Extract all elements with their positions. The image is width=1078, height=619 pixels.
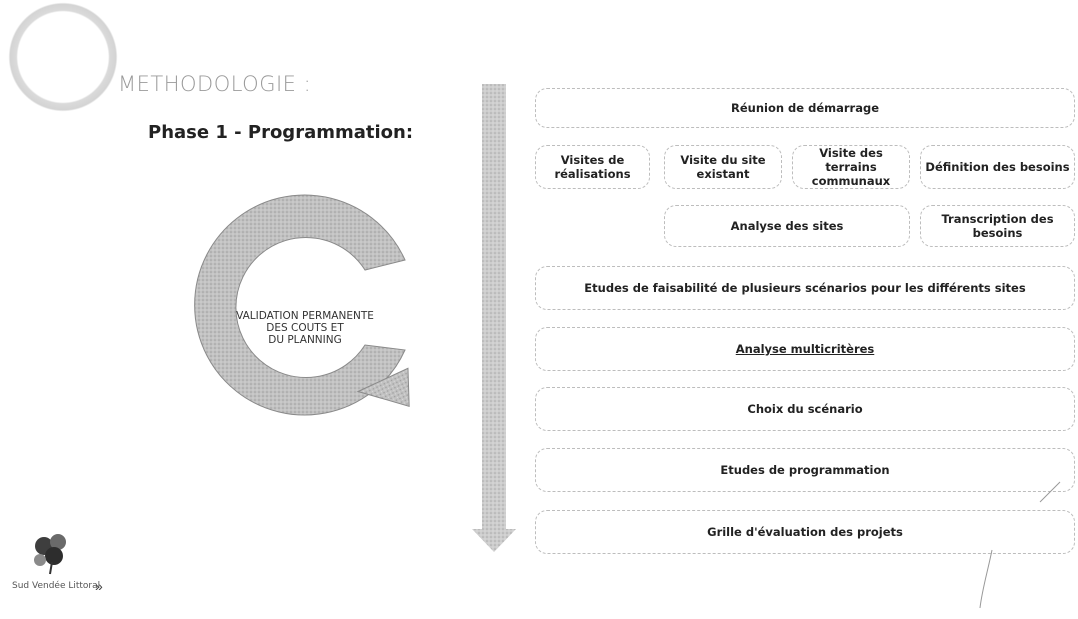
box-programming-studies: Etudes de programmation: [535, 448, 1075, 492]
box-needs-definition: Définition des besoins: [920, 145, 1075, 189]
section-title: METHODOLOGIE :: [118, 72, 312, 96]
box-needs-definition-label: Définition des besoins: [925, 160, 1070, 174]
logo-text: Sud Vendée Littoral: [12, 581, 101, 591]
box-visit-municipal-land-line-2: communaux: [811, 174, 891, 188]
box-scenario-choice-label: Choix du scénario: [747, 402, 863, 416]
box-visit-existing-site: Visite du site existant: [664, 145, 782, 189]
cycle-label: VALIDATION PERMANENTE DES COUTS ET DU PL…: [215, 310, 395, 346]
chevrons-right-icon: »: [95, 578, 103, 594]
logo-icon: [34, 534, 66, 575]
box-programming-studies-label: Etudes de programmation: [720, 463, 890, 477]
box-feasibility-studies-label: Etudes de faisabilité de plusieurs scéna…: [584, 281, 1026, 295]
box-visit-existing-site-line-1: Visite du site: [680, 153, 766, 167]
box-visits-realisations-line-1: Visites de: [560, 153, 625, 167]
box-visit-municipal-land-line-1: Visite des terrains: [819, 146, 883, 174]
box-feasibility-studies: Etudes de faisabilité de plusieurs scéna…: [535, 266, 1075, 310]
decorative-circle: [8, 2, 118, 112]
box-kickoff-label: Réunion de démarrage: [730, 101, 879, 115]
box-visit-municipal-land: Visite des terrains communaux: [792, 145, 910, 189]
box-multicriteria-analysis-label: Analyse multicritères: [735, 342, 875, 356]
box-scenario-choice: Choix du scénario: [535, 387, 1075, 431]
cycle-label-line-3: DU PLANNING: [268, 334, 342, 346]
box-needs-transcription-label: Transcription des besoins: [941, 212, 1054, 240]
box-evaluation-grid: Grille d'évaluation des projets: [535, 510, 1075, 554]
box-visits-realisations: Visites de réalisations: [535, 145, 650, 189]
box-multicriteria-analysis: Analyse multicritères: [535, 327, 1075, 371]
cycle-label-line-2: DES COUTS ET: [266, 322, 344, 334]
validation-cycle-arrow: [194, 194, 410, 416]
box-visit-existing-site-line-2: existant: [696, 167, 750, 181]
box-kickoff-meeting: Réunion de démarrage: [535, 88, 1075, 128]
cycle-label-line-1: VALIDATION PERMANENTE: [236, 310, 374, 322]
timeline-arrow: [472, 84, 516, 552]
phase-title: Phase 1 - Programmation:: [148, 122, 414, 143]
box-needs-transcription: Transcription des besoins: [920, 205, 1075, 247]
box-site-analysis: Analyse des sites: [664, 205, 910, 247]
box-site-analysis-label: Analyse des sites: [730, 219, 844, 233]
pen-stroke: [979, 481, 1061, 609]
box-evaluation-grid-label: Grille d'évaluation des projets: [707, 525, 903, 539]
box-visits-realisations-line-2: réalisations: [554, 167, 631, 181]
